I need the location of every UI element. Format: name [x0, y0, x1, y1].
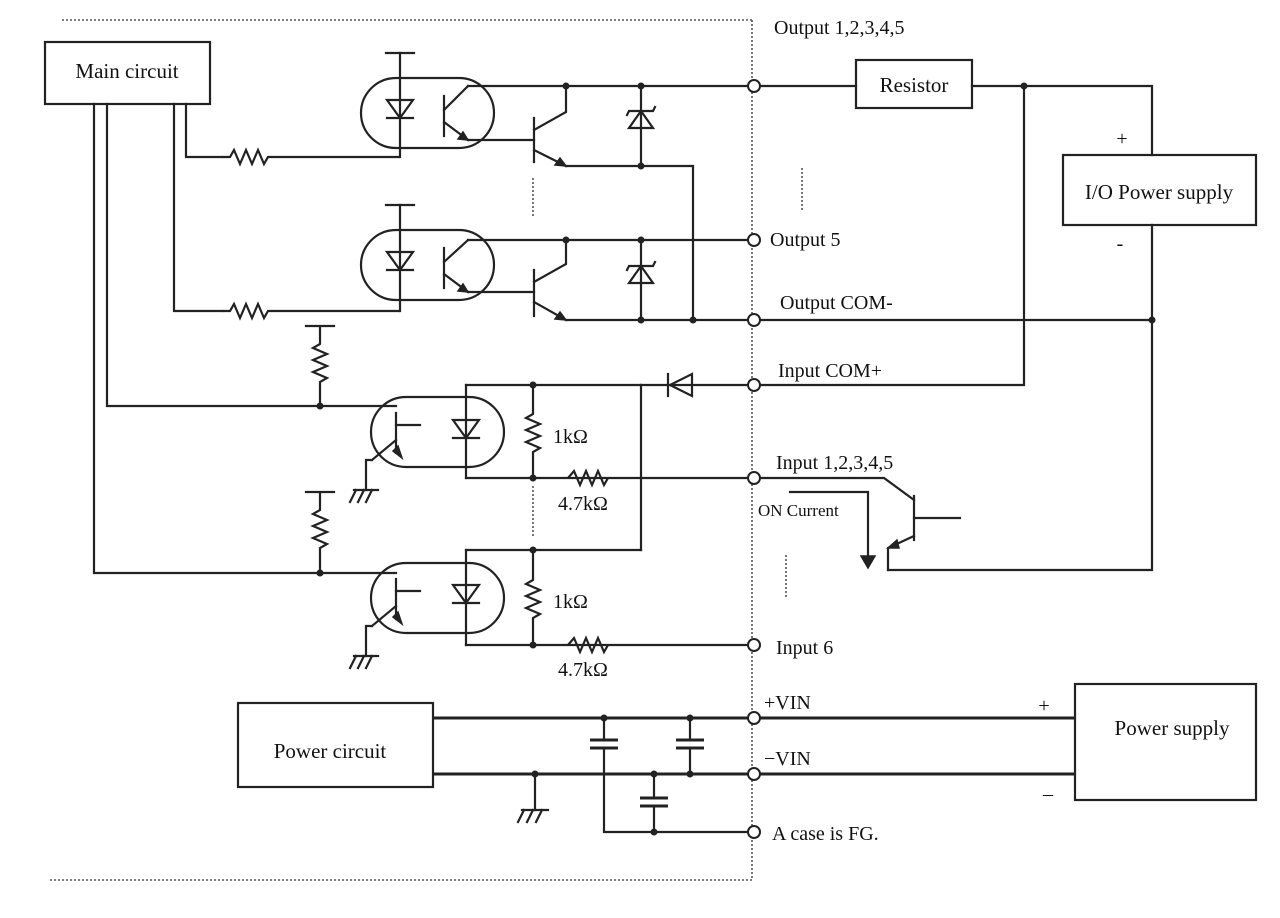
label-input-12345: Input 1,2,3,4,5	[776, 452, 893, 474]
io-power-supply-block: I/O Power supply + -	[1061, 128, 1258, 255]
power-supply-block: Power supply + –	[1038, 682, 1258, 805]
label-r-1k-top: 1kΩ	[553, 426, 588, 448]
resistor-symbol	[567, 468, 609, 488]
output-stage-2	[222, 203, 754, 324]
terminals	[747, 79, 761, 839]
label-r-47k-bottom: 4.7kΩ	[558, 659, 608, 681]
label-vin-minus: −VIN	[764, 748, 811, 770]
power-circuit-label: Power circuit	[274, 739, 387, 763]
photocoupler-output-2	[359, 228, 496, 302]
resistor-symbol	[222, 301, 400, 321]
label-input-com: Input COM+	[778, 360, 882, 382]
terminal-output-com	[747, 313, 761, 327]
label-case-fg: A case is FG.	[772, 823, 879, 845]
input-stage-2	[304, 490, 754, 670]
terminal-vin-minus	[747, 767, 761, 781]
label-r-1k-bottom: 1kΩ	[553, 591, 588, 613]
resistor-label: Resistor	[880, 73, 949, 97]
resistor-symbol	[310, 326, 330, 406]
terminal-input-com	[747, 378, 761, 392]
io-minus-sign: -	[1117, 233, 1124, 255]
resistor-block: Resistor	[854, 58, 974, 110]
component-labels: 1kΩ 4.7kΩ 1kΩ 4.7kΩ	[553, 426, 608, 681]
ps-minus-sign: –	[1042, 783, 1054, 805]
label-output-com: Output COM-	[780, 292, 893, 314]
photocoupler-output-1	[359, 76, 496, 150]
terminal-input-12345	[747, 471, 761, 485]
input-com-diode	[667, 372, 694, 398]
io-power-supply-label: I/O Power supply	[1085, 180, 1234, 204]
resistor-symbol	[222, 147, 400, 167]
unit-boundary	[50, 19, 753, 881]
input-stage-1	[304, 324, 754, 552]
terminal-output-12345	[747, 79, 761, 93]
photocoupler-input-2	[369, 561, 506, 635]
terminal-labels: Output 1,2,3,4,5 Output 5 Output COM- In…	[758, 17, 905, 845]
power-section	[433, 714, 1075, 836]
main-circuit-label: Main circuit	[75, 59, 178, 83]
label-output-12345: Output 1,2,3,4,5	[774, 17, 905, 39]
resistor-symbol	[523, 385, 543, 478]
resistor-symbol	[567, 635, 609, 655]
label-on-current: ON Current	[758, 501, 839, 520]
main-circuit-leads	[92, 102, 322, 575]
terminal-vin-plus	[747, 711, 761, 725]
terminal-input-6	[747, 638, 761, 652]
power-circuit-block: Power circuit	[236, 701, 435, 789]
resistor-symbol	[523, 550, 543, 645]
terminal-output-5	[747, 233, 761, 247]
external-wiring	[750, 82, 1156, 572]
continuation-marks	[532, 168, 803, 598]
label-r-47k-top: 4.7kΩ	[558, 493, 608, 515]
output-stage-1	[222, 51, 754, 322]
label-input-6: Input 6	[776, 637, 833, 659]
resistor-symbol	[310, 492, 330, 573]
ps-plus-sign: +	[1038, 695, 1049, 717]
photocoupler-input-1	[369, 395, 506, 469]
io-plus-sign: +	[1116, 128, 1127, 150]
power-supply-label: Power supply	[1115, 716, 1230, 740]
label-output-5: Output 5	[770, 229, 841, 251]
terminal-case-fg	[747, 825, 761, 839]
main-circuit-block: Main circuit	[43, 40, 212, 106]
label-vin-plus: +VIN	[764, 692, 811, 714]
